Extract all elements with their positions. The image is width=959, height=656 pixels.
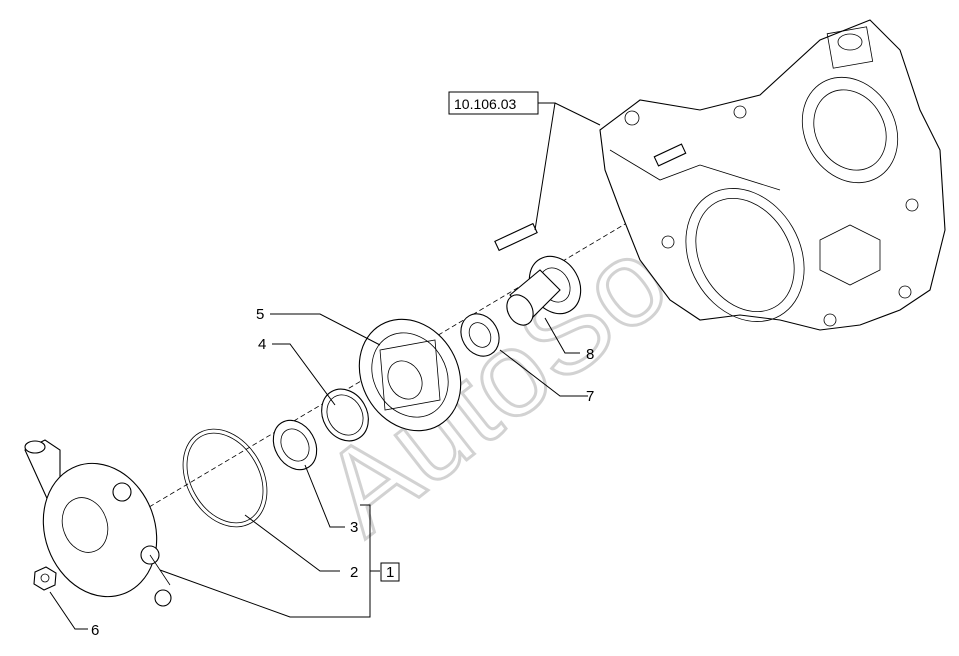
part-6-nut xyxy=(33,566,57,591)
callout-1-box xyxy=(380,562,400,582)
reference-box: 10.106.03 xyxy=(448,91,539,115)
stud-bolts xyxy=(494,143,687,252)
callout-5: 5 xyxy=(256,306,264,323)
callout-6: 6 xyxy=(91,622,99,639)
part-7-seal-sleeve xyxy=(460,313,500,357)
part-3-seal-ring xyxy=(272,419,318,471)
part-5-impeller xyxy=(358,318,462,432)
part-1-pump-cover xyxy=(24,439,172,607)
callout-7: 7 xyxy=(586,388,594,405)
callout-1: 1 xyxy=(386,564,394,581)
leader-lines xyxy=(49,102,601,630)
part-8-shaft-bearing xyxy=(506,255,582,326)
reference-box-frame xyxy=(448,91,539,115)
reference-box-label: 10.106.03 xyxy=(454,96,516,112)
engine-housing xyxy=(599,19,946,331)
part-2-o-ring xyxy=(182,428,268,528)
callout-labels: 5 4 7 8 3 2 6 1 xyxy=(91,306,594,639)
callout-2: 2 xyxy=(350,564,358,581)
callout-3: 3 xyxy=(350,519,358,536)
callout-4: 4 xyxy=(258,336,266,353)
callout-8: 8 xyxy=(586,346,594,363)
